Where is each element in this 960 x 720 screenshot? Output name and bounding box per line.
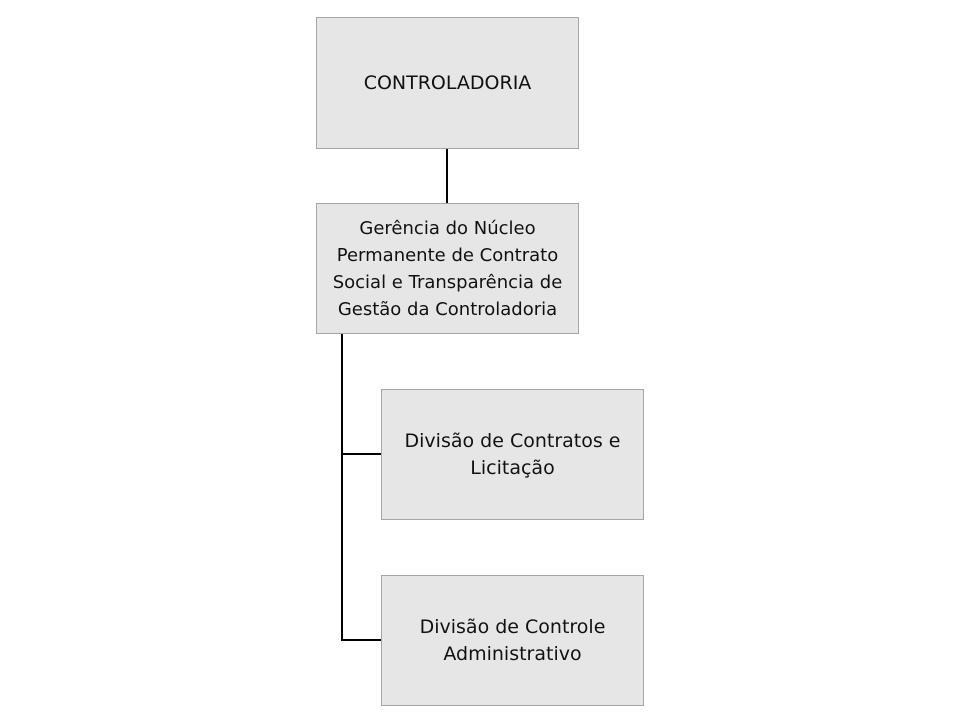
org-node-divisao-controle: Divisão de Controle Administrativo — [381, 575, 644, 706]
org-node-gerencia: Gerência do Núcleo Permanente de Contrat… — [316, 203, 579, 334]
node-label: CONTROLADORIA — [363, 71, 532, 94]
org-node-controladoria: CONTROLADORIA — [316, 17, 579, 149]
org-node-divisao-contratos: Divisão de Contratos e Licitação — [381, 389, 644, 520]
node-label: Gerência do Núcleo Permanente de Contrat… — [332, 217, 563, 320]
node-label: Divisão de Contratos e Licitação — [404, 429, 621, 479]
node-label: Divisão de Controle Administrativo — [419, 615, 606, 665]
